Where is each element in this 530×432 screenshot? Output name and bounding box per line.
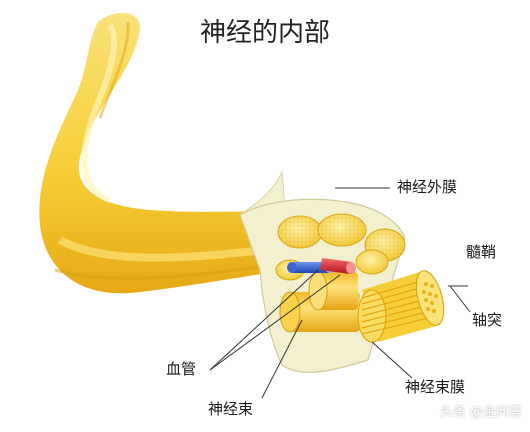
label-blood-vessel: 血管: [166, 360, 197, 378]
blood-vessels: [287, 258, 356, 274]
leader-lines: [209, 187, 471, 399]
label-fascicle: 神经束: [208, 400, 254, 418]
diagram-title: 神经的内部: [199, 18, 330, 48]
label-epineurium: 神经外膜: [397, 178, 458, 196]
label-perineurium: 神经束膜: [405, 378, 466, 396]
label-axon: 轴突: [472, 311, 503, 329]
axon-bundle: [357, 270, 445, 343]
label-myelin-sheath: 髓鞘: [466, 243, 497, 261]
watermark: 头条 @金问答: [439, 405, 522, 420]
fascicle-cross-sections: [275, 213, 406, 281]
